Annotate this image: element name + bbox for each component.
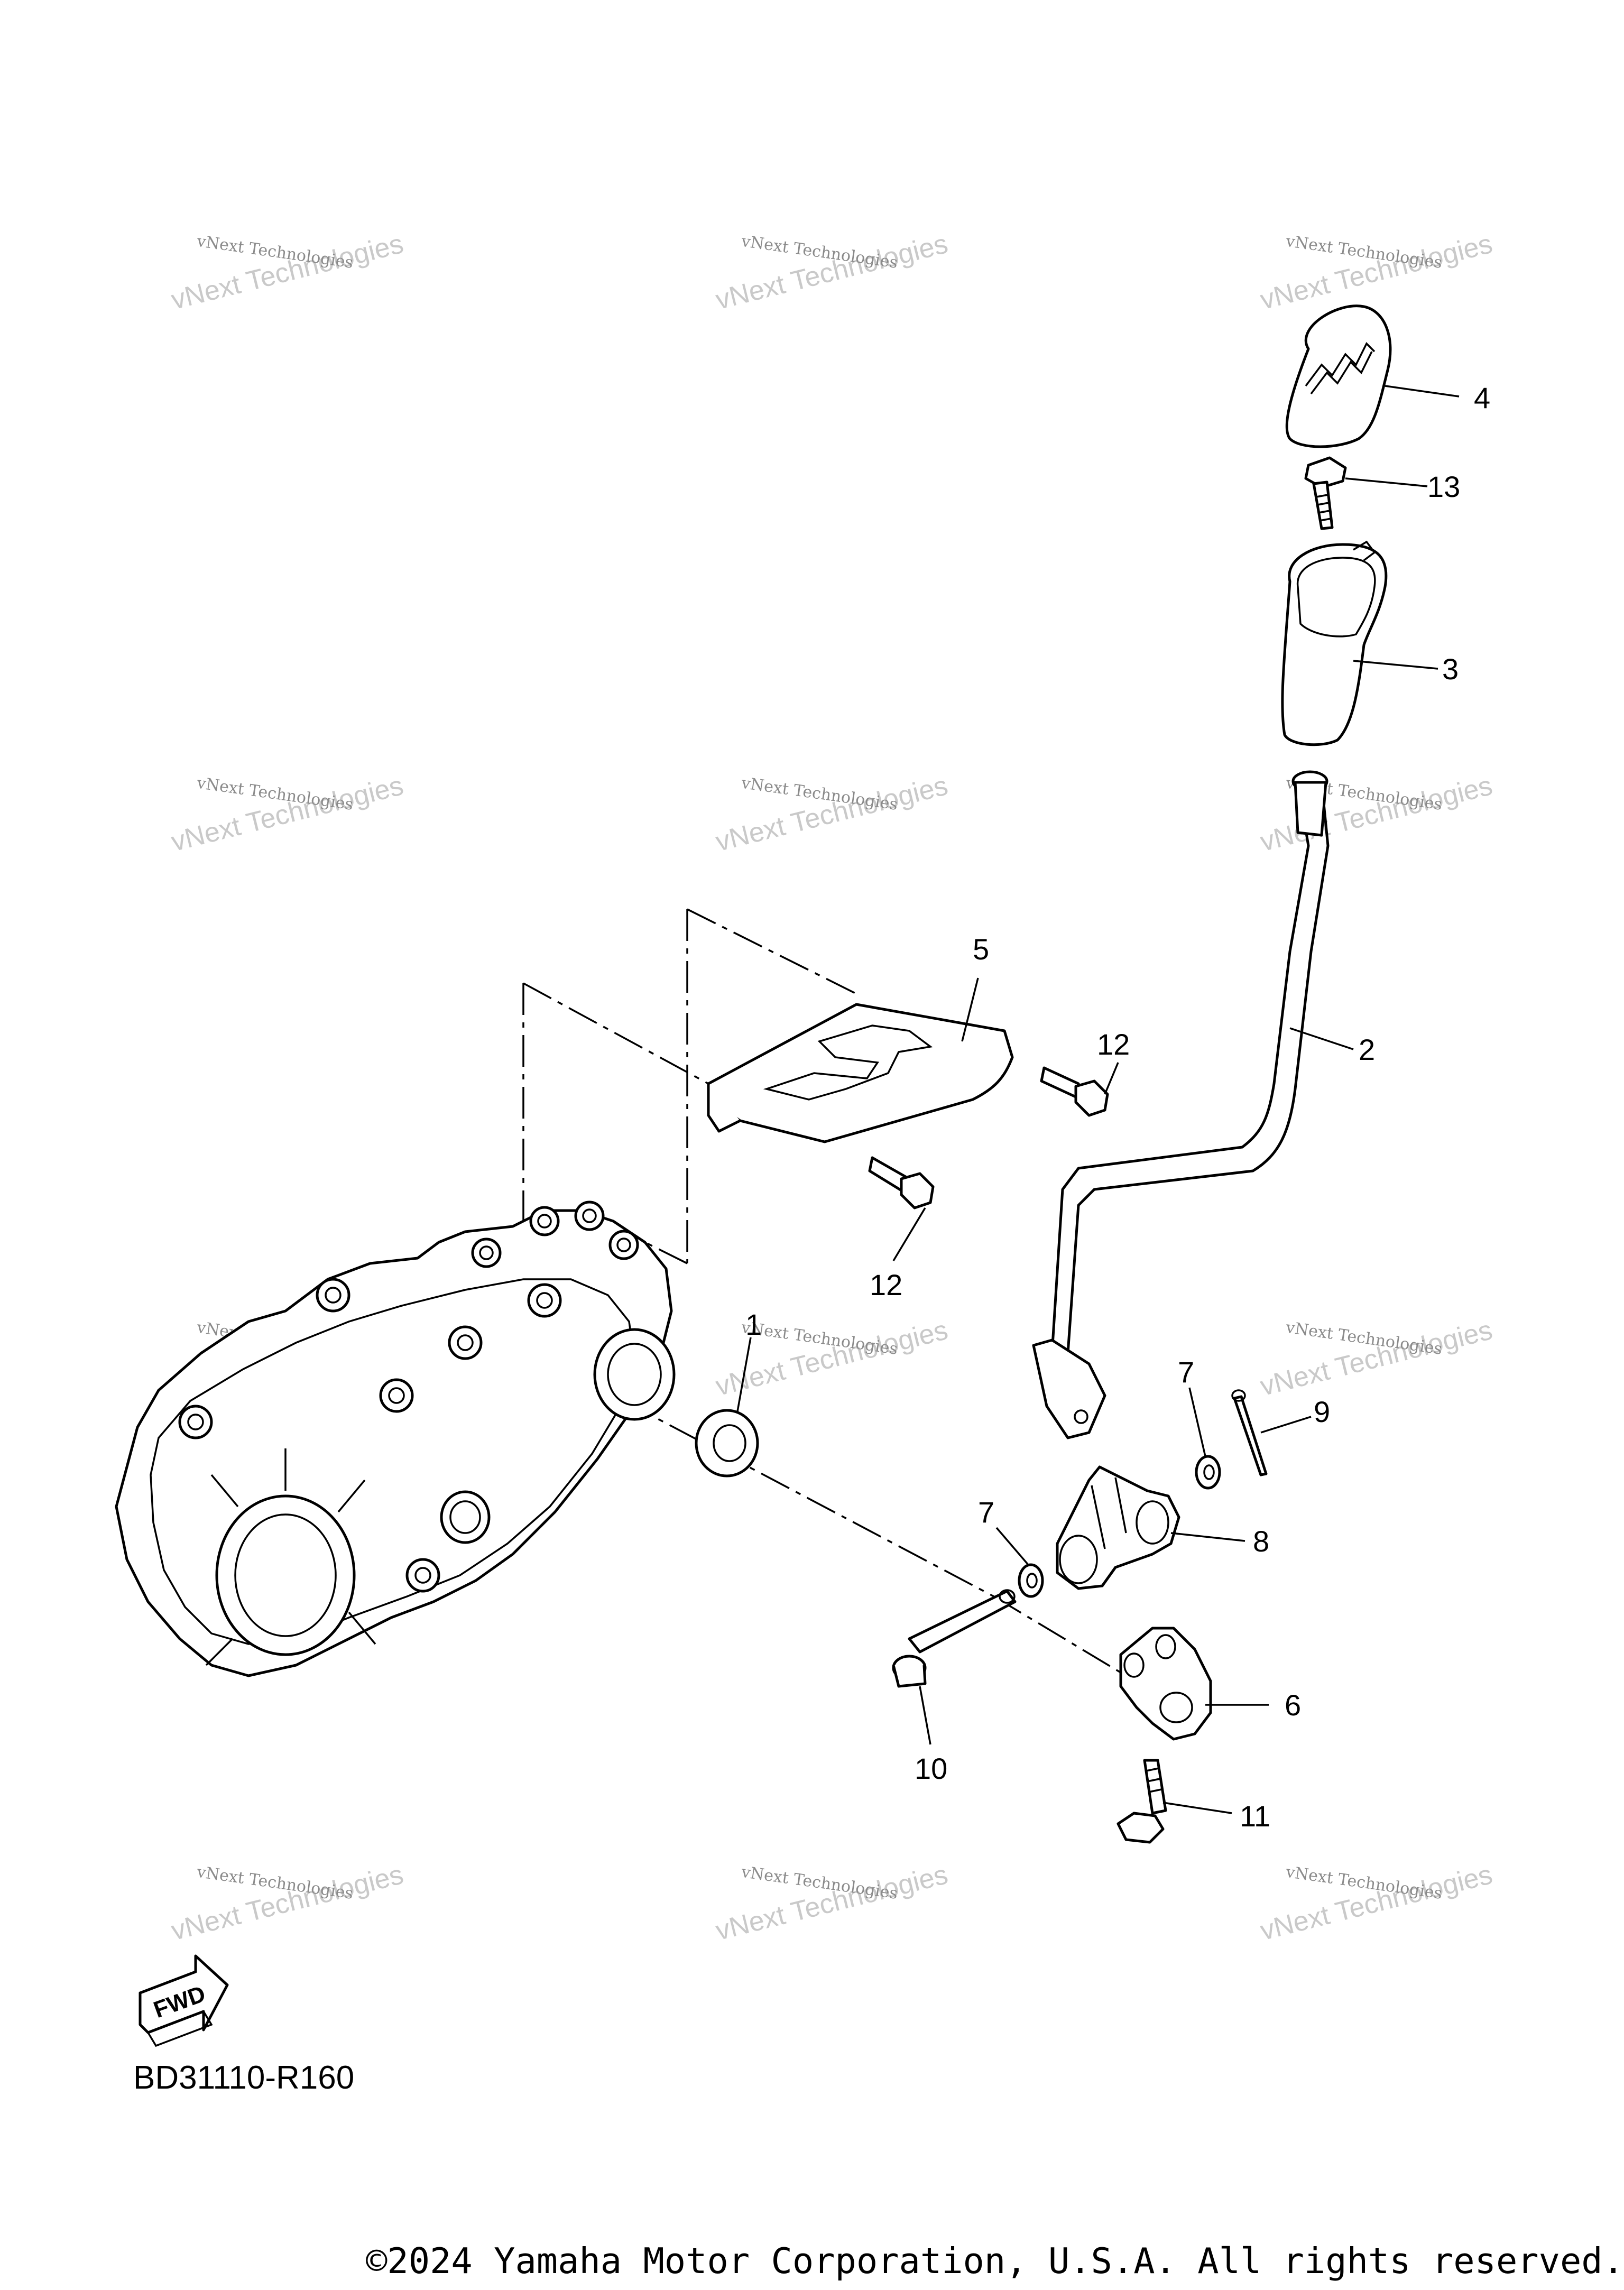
part-11-bolt[interactable] (1116, 1759, 1167, 1844)
callout-7b: 7 (1178, 1355, 1194, 1389)
callout-1: 1 (745, 1308, 762, 1341)
part-4-knob-cap[interactable] (1285, 304, 1392, 448)
callout-7a: 7 (978, 1495, 994, 1529)
callout-2: 2 (1359, 1033, 1375, 1066)
part-7-washer-right[interactable] (1195, 1455, 1221, 1490)
part-13-bolt[interactable] (1304, 456, 1347, 530)
part-6-clevis[interactable] (1119, 1627, 1212, 1741)
part-7-washer-left[interactable] (1018, 1563, 1044, 1598)
callout-5: 5 (973, 932, 989, 966)
part-9-cotter-pin[interactable] (1231, 1389, 1268, 1476)
callout-8: 8 (1253, 1525, 1269, 1558)
callout-6: 6 (1285, 1688, 1301, 1722)
engine-case-cover (115, 1201, 676, 1677)
part-2-shift-lever[interactable] (1032, 770, 1330, 1439)
diagram-code: BD31110-R160 (133, 2060, 355, 2096)
part-12-bolt-upper[interactable] (1040, 1066, 1109, 1117)
callout-12b: 12 (870, 1268, 902, 1301)
leader-lines (736, 385, 1460, 1814)
fwd-arrow-icon: FWD (139, 1954, 229, 2047)
part-5-guide-plate[interactable] (707, 1003, 1014, 1143)
callout-9: 9 (1314, 1395, 1330, 1428)
callout-4: 4 (1474, 381, 1490, 414)
callout-13: 13 (1427, 470, 1460, 503)
part-8-bracket[interactable] (1056, 1465, 1180, 1590)
callout-3: 3 (1442, 652, 1459, 686)
callout-12a: 12 (1097, 1028, 1130, 1061)
callout-10: 10 (915, 1752, 947, 1785)
callout-labels: 4 13 3 2 5 12 12 1 7 9 8 7 6 10 11 (745, 381, 1490, 1833)
part-1-oil-seal[interactable] (695, 1409, 759, 1478)
part-3-knob-body[interactable] (1281, 540, 1388, 746)
callout-11: 11 (1240, 1799, 1270, 1833)
copyright: ©2024 Yamaha Motor Corporation, U.S.A. A… (366, 2240, 1624, 2282)
part-12-bolt-lower[interactable] (868, 1156, 935, 1209)
part-10-pin[interactable] (892, 1589, 1017, 1688)
